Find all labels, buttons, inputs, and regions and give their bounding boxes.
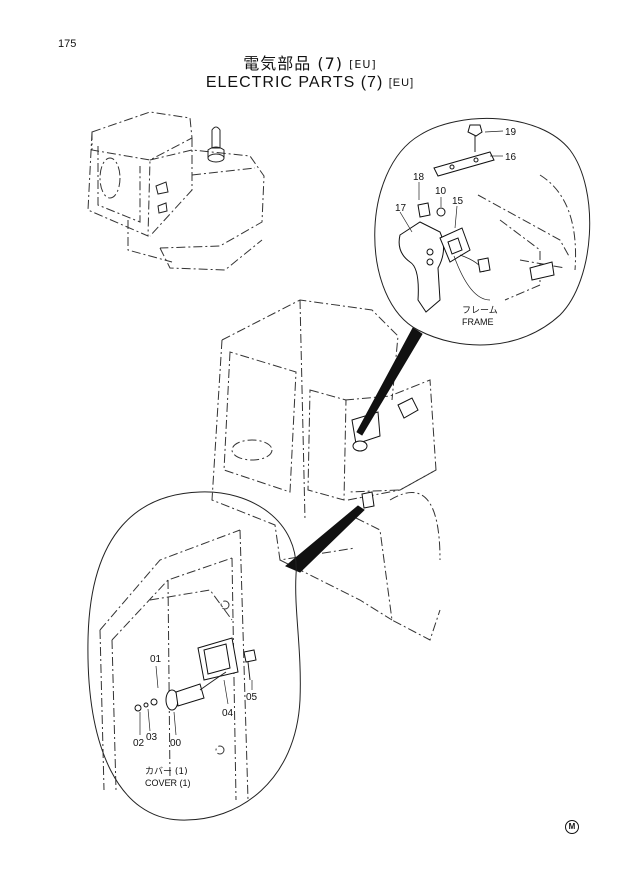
title-japanese-text: 電気部品 (7) [243,54,344,73]
m-mark-icon: M [565,820,579,834]
callout-15: 15 [452,196,464,207]
callout-18: 18 [413,172,425,183]
title-english-suffix: [EU] [388,77,415,89]
callout-10: 10 [435,186,447,197]
excavator-overview [87,111,265,271]
callout-16: 16 [505,152,517,163]
callout-00: 00 [170,738,182,749]
callout-04: 04 [222,708,234,719]
callout-19: 19 [505,127,517,138]
callout-03: 03 [146,732,158,743]
cover-label-en: COVER (1) [145,778,191,788]
title-japanese: 電気部品 (7) [EU] [0,50,620,74]
callout-17: 17 [395,203,407,214]
upper-detail-view: 19 16 18 10 15 17 フレーム FRAME [356,117,591,436]
frame-label-en: FRAME [462,317,494,327]
callout-05: 05 [246,692,258,703]
frame-label-jp: フレーム [462,305,498,316]
title-english-text: ELECTRIC PARTS (7) [205,74,384,91]
page-number: 175 [58,38,77,50]
title-english: ELECTRIC PARTS (7) [EU] [0,74,620,92]
cover-label-jp: カバー (1) [145,766,188,777]
callout-01: 01 [150,654,162,665]
callout-02: 02 [133,738,145,749]
lower-detail-view: 01 02 03 00 04 05 カバー (1) COVER (1) [87,491,365,821]
title-japanese-suffix: [EU] [349,58,377,71]
